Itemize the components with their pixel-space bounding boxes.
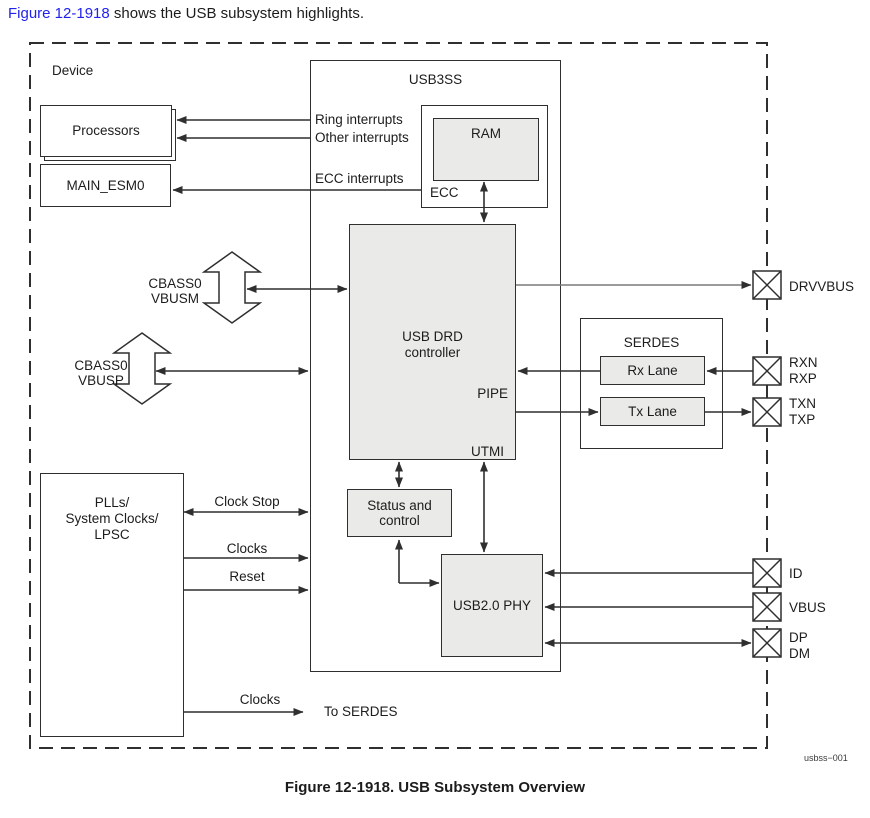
to-serdes-label: To SERDES [324, 704, 398, 719]
pad-txn-txp-icon [752, 397, 782, 427]
figure-link[interactable]: Figure 12-1918 [8, 5, 110, 22]
clock-stop-label: Clock Stop [214, 494, 280, 509]
cbass0-vbusp-label: CBASS0 VBUSP [74, 358, 128, 388]
cbass0-vbusm-label: CBASS0 VBUSM [148, 276, 202, 306]
usb3ss-label: USB3SS [408, 72, 463, 87]
pad-id-icon [752, 558, 782, 588]
dp-dm-pad-label: DP DM [789, 630, 810, 661]
rxn-rxp-pad-label: RXN RXP [789, 355, 818, 386]
clocks-serdes-label: Clocks [239, 692, 281, 707]
pipe-port-label: PIPE [477, 386, 508, 401]
rx-lane-label: Rx Lane [627, 362, 678, 378]
pad-drvvbus-icon [752, 270, 782, 300]
ram-box: RAM [433, 118, 539, 181]
processors-box: Processors [40, 105, 172, 157]
rx-lane-box: Rx Lane [600, 356, 705, 385]
ecc-interrupts-label: ECC interrupts [315, 171, 404, 186]
usb2-phy-label: USB2.0 PHY [452, 597, 532, 613]
main-esm0-box: MAIN_ESM0 [40, 164, 171, 207]
vbusm-double-arrow-icon [201, 251, 263, 324]
usb2-phy-box: USB2.0 PHY [441, 554, 543, 657]
ecc-label: ECC [430, 185, 459, 200]
plls-label: PLLs/ System Clocks/ LPSC [65, 495, 159, 542]
pad-dp-dm-icon [752, 628, 782, 658]
intro-sentence: Figure 12-1918 shows the USB subsystem h… [8, 5, 364, 22]
pad-rxn-rxp-icon [752, 356, 782, 386]
tx-lane-box: Tx Lane [600, 397, 705, 426]
figure-caption: Figure 12-1918. USB Subsystem Overview [284, 779, 586, 796]
clocks-label: Clocks [226, 541, 268, 556]
ring-interrupts-label: Ring interrupts [315, 112, 403, 127]
ram-label: RAM [471, 126, 501, 141]
other-interrupts-label: Other interrupts [315, 130, 409, 145]
pad-vbus-icon [752, 592, 782, 622]
status-control-box: Status and control [347, 489, 452, 537]
usb-drd-controller-box: USB DRD controller PIPE UTMI [349, 224, 516, 460]
reset-label: Reset [229, 569, 265, 584]
serdes-label: SERDES [623, 335, 680, 350]
processors-label: Processors [72, 123, 140, 138]
status-control-label: Status and control [367, 498, 432, 528]
id-pad-label: ID [789, 566, 803, 581]
usb-drd-controller-label: USB DRD controller [402, 329, 463, 360]
utmi-port-label: UTMI [471, 444, 504, 459]
main-esm0-label: MAIN_ESM0 [66, 177, 145, 193]
plls-box: PLLs/ System Clocks/ LPSC [40, 473, 184, 737]
drvvbus-pad-label: DRVVBUS [789, 279, 855, 294]
txn-txp-pad-label: TXN TXP [789, 396, 816, 427]
tx-lane-label: Tx Lane [628, 403, 677, 419]
device-label: Device [52, 63, 94, 78]
intro-text: shows the USB subsystem highlights. [109, 5, 365, 22]
figure-id-watermark: usbss−001 [804, 753, 848, 763]
vbus-pad-label: VBUS [789, 600, 826, 615]
